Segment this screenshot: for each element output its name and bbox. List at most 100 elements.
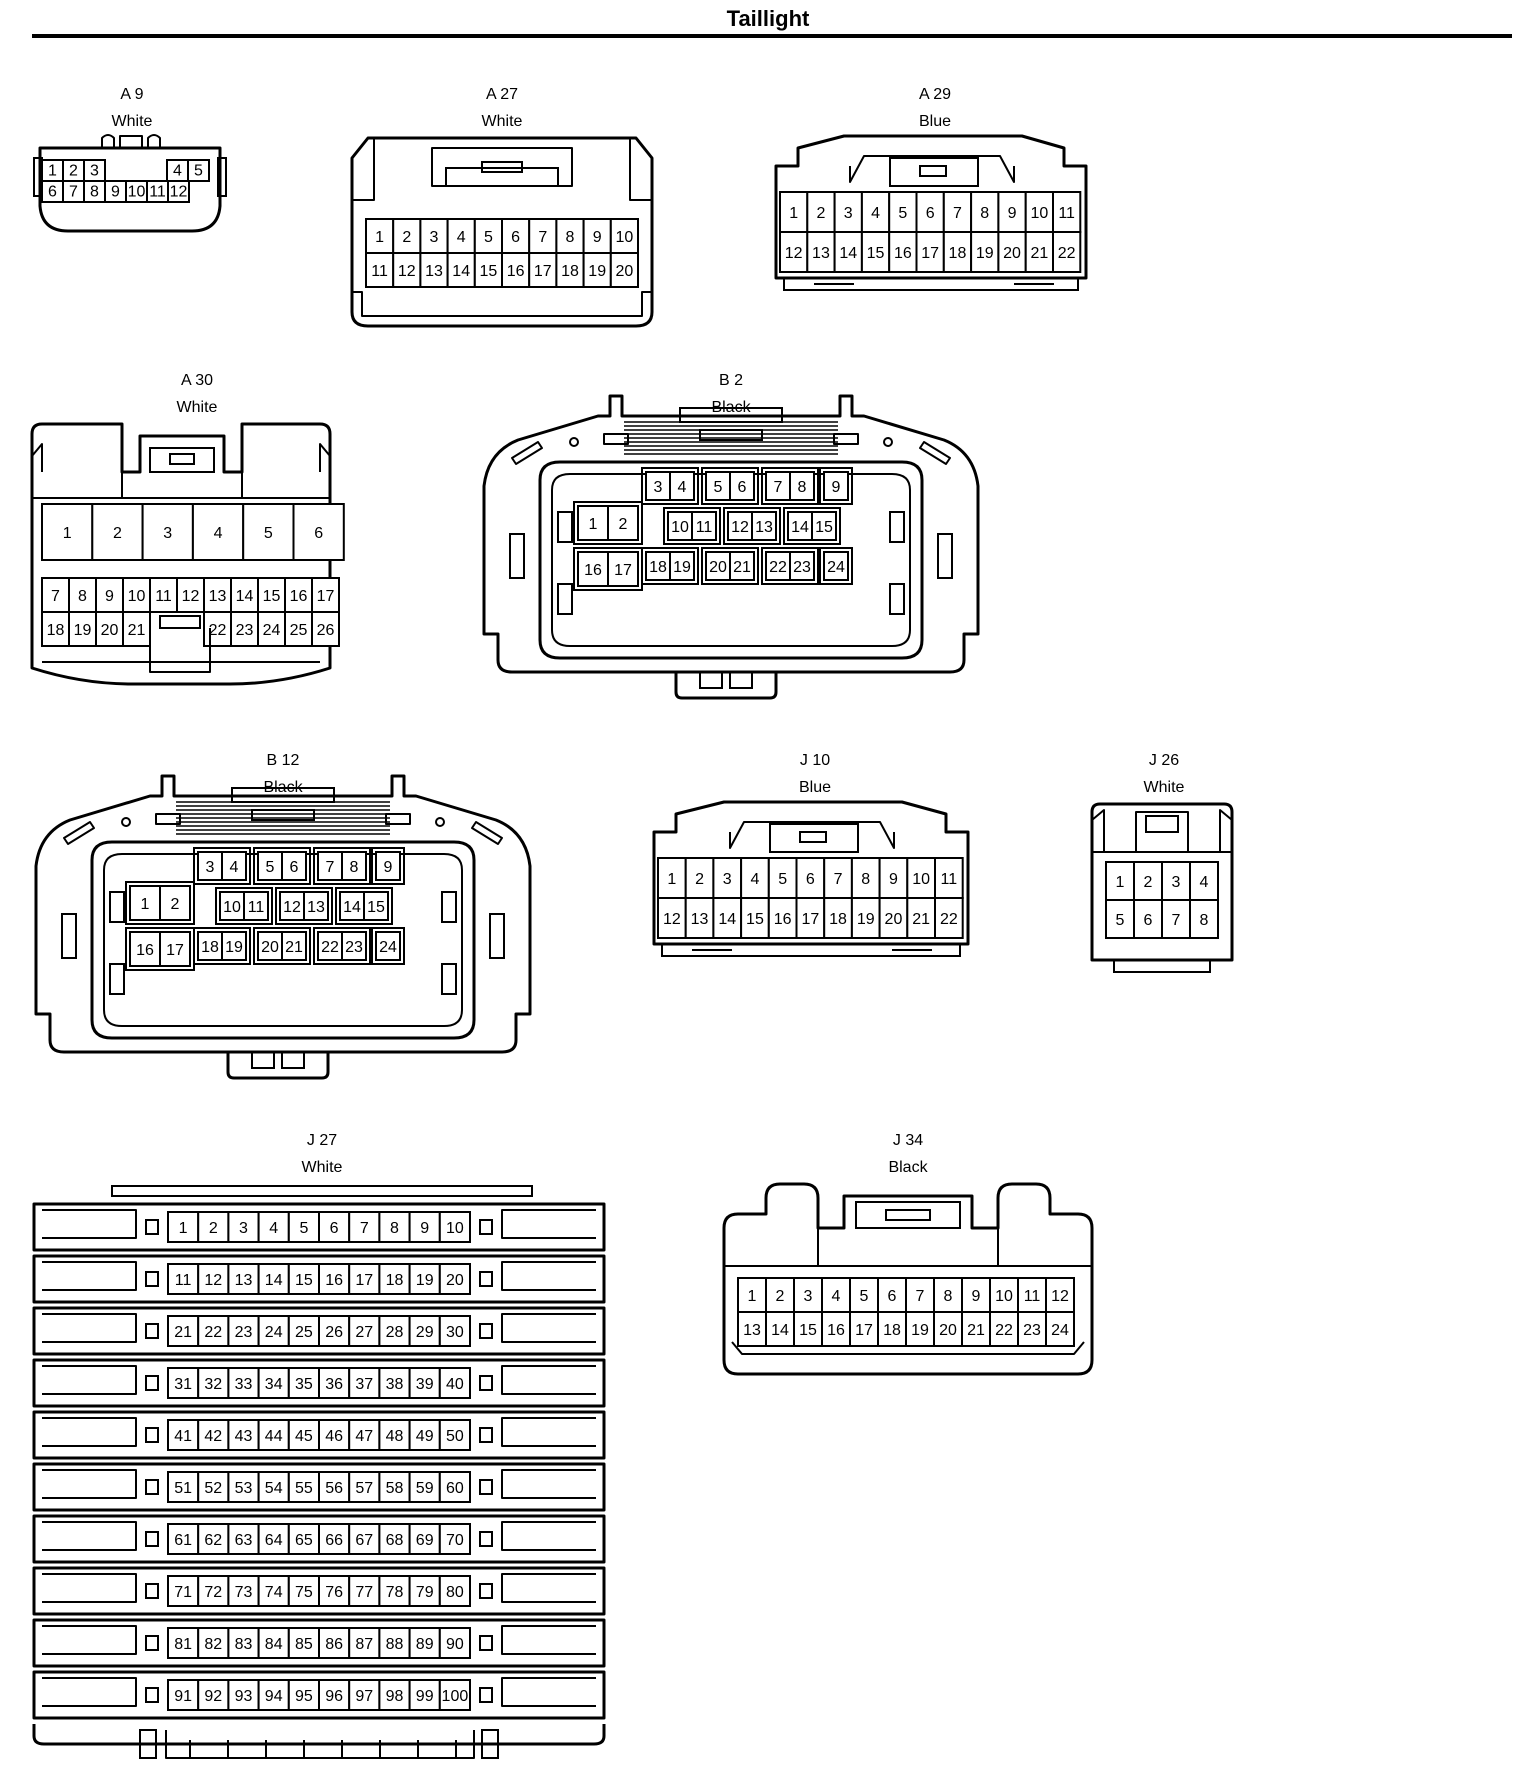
pin-number: 25 (290, 622, 308, 639)
pin-cell (607, 505, 639, 541)
pin-cell (341, 931, 367, 961)
connector-j26-color: White (1143, 779, 1185, 796)
row-housing (32, 1254, 606, 1304)
pin-number: 17 (801, 911, 819, 928)
pin-number: 23 (345, 939, 363, 956)
pin-number: 9 (420, 1220, 429, 1237)
pin-cell (141, 503, 194, 561)
pin-cell (811, 511, 837, 541)
connector-outline (1090, 802, 1234, 962)
lock-tab (101, 134, 115, 148)
pin-number: 43 (235, 1428, 253, 1445)
pin-number: 83 (235, 1636, 253, 1653)
pin-number: 53 (235, 1480, 253, 1497)
pin-cell (737, 1311, 767, 1347)
connector-outline (722, 1182, 1094, 1376)
pin-number: 1 (667, 871, 676, 888)
pin-number: 22 (204, 1324, 222, 1341)
pin-number: 76 (325, 1584, 343, 1601)
pin-cell (378, 1315, 411, 1347)
pin-number: 11 (371, 263, 388, 280)
pin-group (253, 927, 311, 965)
connector-outline (30, 422, 332, 686)
pin-cell (378, 1419, 411, 1451)
connector-outline (729, 821, 895, 849)
pin-cell (227, 1367, 260, 1399)
pin-number: 9 (889, 871, 898, 888)
pin-number: 44 (265, 1428, 283, 1445)
base-rail (661, 943, 961, 957)
pin-cell (311, 611, 340, 647)
connector-outline (482, 394, 980, 674)
pin-number: 11 (941, 871, 958, 888)
pin-number: 93 (235, 1688, 253, 1705)
pin-number: 12 (663, 911, 681, 928)
pin-number: 8 (944, 1288, 953, 1305)
pin-number: 10 (128, 588, 146, 605)
pin-number: 20 (709, 559, 727, 576)
pin-number: 33 (235, 1376, 253, 1393)
connector-outline (319, 443, 331, 472)
pin-number: 9 (593, 229, 602, 246)
connector-outline (481, 1729, 499, 1759)
pin-cell (419, 252, 449, 288)
pin-group (761, 467, 819, 505)
pin-number: 7 (1172, 912, 1181, 929)
pin-number: 45 (295, 1428, 313, 1445)
pin-number: 88 (386, 1636, 404, 1653)
pin-cell (318, 1471, 351, 1503)
pin-cell (438, 1627, 471, 1659)
pin-number: 11 (1058, 205, 1075, 222)
pin-number: 25 (295, 1324, 313, 1341)
pin-number: 59 (416, 1480, 434, 1497)
pin-cell (767, 897, 798, 939)
pin-number: 5 (264, 525, 273, 542)
pin-number: 75 (295, 1584, 313, 1601)
pin-number: 1 (179, 1220, 188, 1237)
pin-cell (1052, 191, 1082, 233)
connector-outline (149, 628, 211, 673)
pin-number: 4 (173, 163, 182, 180)
pin-number: 15 (295, 1272, 313, 1289)
pin-number: 18 (201, 939, 219, 956)
pin-number: 11 (696, 519, 713, 536)
row-marker (479, 1687, 493, 1703)
pin-cell (860, 231, 891, 273)
pin-number: 46 (325, 1428, 343, 1445)
pin-number: 7 (69, 184, 78, 201)
pin-number: 4 (1200, 874, 1209, 891)
pin-cell (850, 897, 881, 939)
connector-outline (42, 1521, 137, 1551)
lock-housing (1135, 811, 1189, 852)
pin-cell (408, 1575, 441, 1607)
side-latch (557, 511, 573, 543)
pin-cell (341, 851, 367, 881)
pin-cell (91, 503, 144, 561)
connector-outline (501, 1521, 596, 1551)
pin-number: 16 (290, 588, 308, 605)
pin-cell (197, 1315, 230, 1347)
pin-number: 30 (446, 1324, 464, 1341)
pin-number: 64 (265, 1532, 283, 1549)
pin-number: 68 (386, 1532, 404, 1549)
connector-outline (38, 146, 222, 233)
pin-cell (607, 551, 639, 587)
connector-outline (42, 1261, 137, 1291)
pin-number: 17 (534, 263, 552, 280)
side-latch (441, 963, 457, 995)
row-marker (479, 1375, 493, 1391)
pin-number: 80 (446, 1584, 464, 1601)
mount-hole (435, 817, 445, 827)
pin-number: 3 (239, 1220, 248, 1237)
pin-number: 7 (916, 1288, 925, 1305)
pin-number: 1 (63, 525, 72, 542)
pin-number: 13 (209, 588, 227, 605)
pin-number: 23 (235, 1324, 253, 1341)
pin-number: 14 (791, 519, 809, 536)
shell-inner (103, 853, 463, 1027)
